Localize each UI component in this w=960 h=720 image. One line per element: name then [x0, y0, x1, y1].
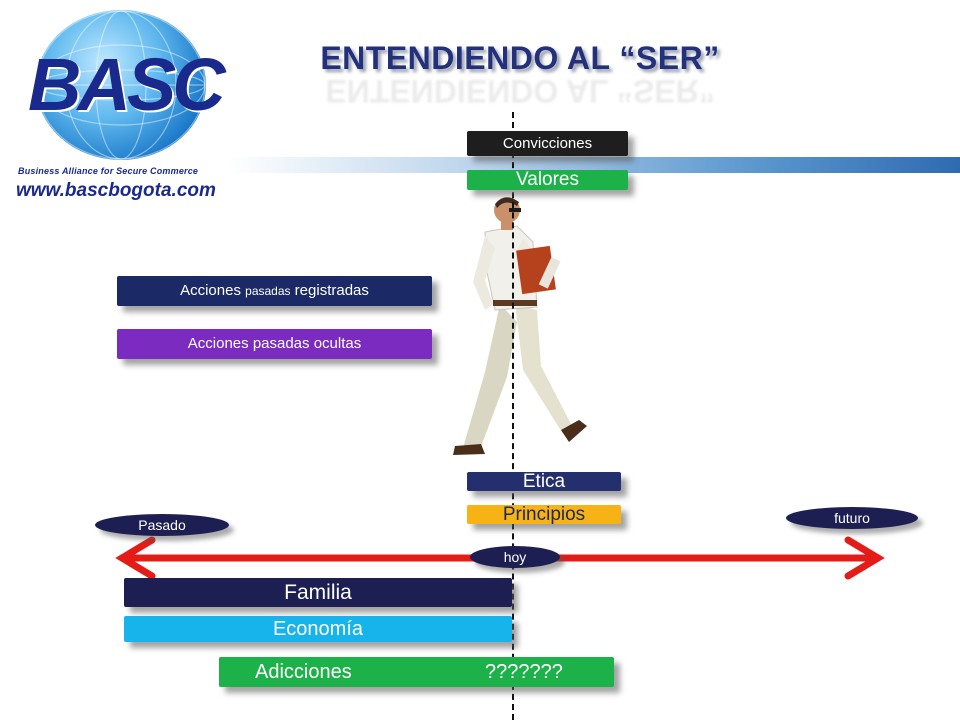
brand-website: www.bascbogota.com [16, 180, 216, 201]
walking-man-illustration [453, 197, 587, 455]
principios-box: Principios [467, 505, 621, 524]
acciones-registradas-text-2: registradas [290, 282, 369, 299]
basc-logo: BASC Business Alliance for Secure Commer… [10, 8, 230, 208]
brand-name: BASC [28, 43, 226, 126]
adicciones-box: Adicciones ??????? [219, 657, 614, 687]
acciones-registradas-text-1: Acciones [180, 282, 246, 299]
adicciones-label: Adicciones [255, 661, 352, 683]
familia-box: Familia [124, 578, 512, 607]
hoy-oval: hoy [470, 546, 560, 568]
globe-grid-icon [36, 10, 206, 160]
valores-box: Valores [467, 170, 628, 190]
etica-box: Etica [467, 472, 621, 491]
globe-icon [36, 10, 206, 160]
today-dashed-line [512, 112, 514, 720]
header-band [228, 157, 960, 173]
acciones-ocultas-box: Acciones pasadas ocultas [117, 329, 432, 359]
economia-box: Economía [124, 616, 512, 642]
pasado-oval: Pasado [95, 514, 229, 536]
brand-tagline: Business Alliance for Secure Commerce [18, 166, 199, 176]
acciones-registradas-small: pasadas [245, 284, 291, 298]
convicciones-box: Convicciones [467, 131, 628, 156]
incognita-label: ??????? [485, 661, 563, 683]
futuro-oval: futuro [786, 507, 918, 529]
title-reflection: ENTENDIENDO AL “SER” [325, 73, 715, 109]
page-title: ENTENDIENDO AL “SER” [320, 40, 720, 76]
acciones-registradas-box: Acciones pasadas registradas [117, 276, 432, 306]
